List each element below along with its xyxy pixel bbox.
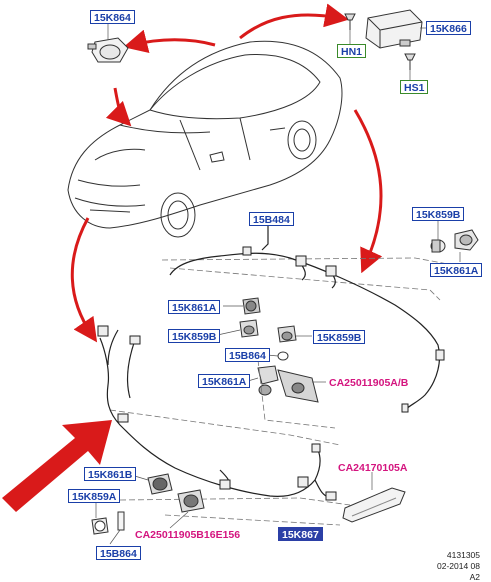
- rear-sensors-right: [430, 229, 479, 253]
- leader-lines-right: [437, 220, 461, 262]
- label-15k866[interactable]: 15K866: [426, 21, 471, 35]
- lamp-part: [342, 487, 406, 523]
- footer-date: 02-2014 08: [436, 561, 480, 571]
- label-hn1[interactable]: HN1: [337, 44, 367, 58]
- front-harness-dashed-frame: [109, 409, 351, 526]
- label-ca25011905b16e156[interactable]: CA25011905B16E156: [135, 529, 241, 541]
- front-sensors: [91, 473, 205, 535]
- label-15k867[interactable]: 15K867: [278, 527, 323, 541]
- label-ca24170105a[interactable]: CA24170105A: [338, 462, 408, 474]
- mid-dashed-frame: [257, 359, 336, 429]
- leader-lines: [107, 24, 426, 80]
- label-15k861a-mid1[interactable]: 15K861A: [168, 300, 221, 314]
- label-15b484[interactable]: 15B484: [249, 212, 294, 226]
- screws-part: [344, 13, 416, 70]
- parking-sensor-module-part: [87, 37, 129, 63]
- label-15k861a-mid2[interactable]: 15K861A: [198, 374, 251, 388]
- control-unit-part: [365, 9, 423, 49]
- footer-rev: A2: [469, 572, 480, 582]
- label-15b864-mid[interactable]: 15B864: [225, 348, 270, 362]
- label-15k859b-mid1[interactable]: 15K859B: [168, 329, 221, 343]
- label-hs1[interactable]: HS1: [400, 80, 429, 94]
- label-ca25011905ab[interactable]: CA25011905A/B: [329, 377, 409, 389]
- label-15k861a-right[interactable]: 15K861A: [430, 263, 483, 277]
- rear-harness-connectors: [242, 246, 445, 413]
- mid-sensors: [239, 297, 319, 403]
- front-harness-connectors: [97, 325, 337, 501]
- label-15k859a[interactable]: 15K859A: [68, 489, 121, 503]
- car-illustration: [67, 40, 343, 238]
- label-15k861b[interactable]: 15K861B: [84, 467, 137, 481]
- red-callout-arrows: [70, 3, 383, 343]
- label-15k859b-right[interactable]: 15K859B: [412, 207, 465, 221]
- label-15k859b-mid2[interactable]: 15K859B: [313, 330, 366, 344]
- label-15k864-top[interactable]: 15K864: [90, 10, 135, 24]
- rear-harness-dashed-frame: [161, 257, 471, 301]
- footer-code: 4131305: [446, 550, 480, 560]
- label-15b864-bottom[interactable]: 15B864: [96, 546, 141, 560]
- big-pointer-arrow: [2, 420, 112, 512]
